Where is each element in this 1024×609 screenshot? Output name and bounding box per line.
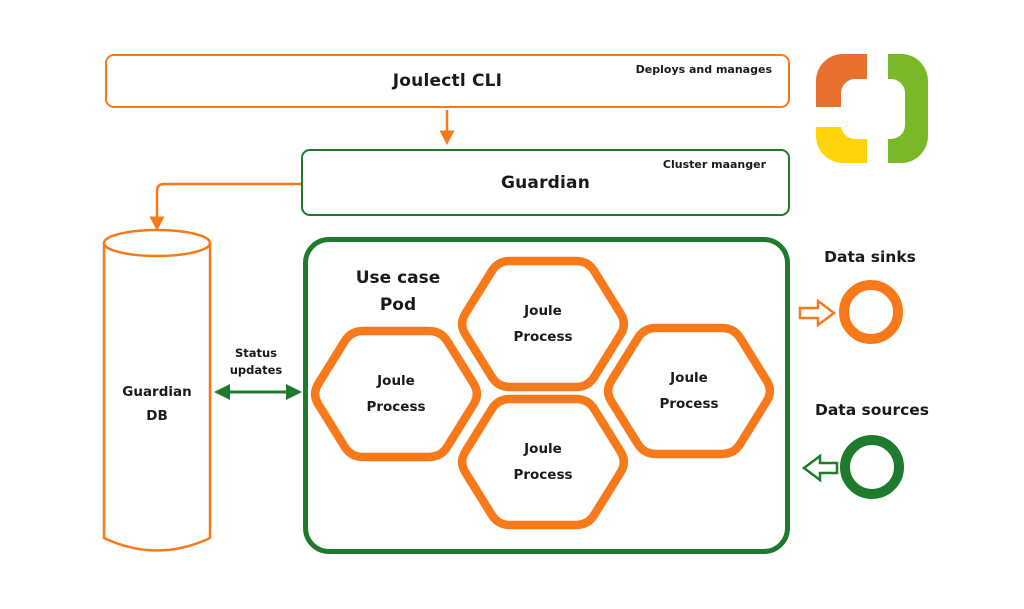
pod-title: Use case Pod	[355, 268, 441, 315]
guardian-box-corner-label: Cluster maanger	[662, 158, 766, 171]
data-sinks-ring	[839, 280, 903, 344]
data-sources-ring	[840, 435, 904, 499]
guardian-box: Guardian Cluster maanger	[301, 149, 790, 216]
data-sources-label: Data sources	[814, 401, 930, 419]
status-updates-label: Status updates	[229, 346, 283, 377]
joule-process-label-right: Joule Process	[659, 370, 719, 412]
guardian-box-title: Guardian	[500, 172, 591, 193]
data-sinks-arrow-icon	[798, 298, 837, 328]
cli-box-title: Joulectl CLI	[392, 71, 503, 91]
cli-box-corner-label: Deploys and manages	[635, 63, 772, 76]
logo-orange-bracket	[816, 54, 867, 107]
logo-green-bracket	[888, 54, 928, 163]
joulectl-cli-box: Joulectl CLI Deploys and manages	[105, 54, 790, 108]
data-sinks-label: Data sinks	[824, 248, 916, 266]
data-sources-arrow-icon	[801, 453, 839, 483]
joule-logo	[816, 54, 928, 163]
joule-process-label-top: Joule Process	[513, 303, 573, 345]
status-updates-arrow	[214, 384, 302, 400]
joule-process-label-bottom: Joule Process	[513, 441, 573, 483]
guardian-to-db-arrow	[149, 182, 301, 231]
logo-yellow-bracket	[816, 127, 867, 163]
cli-to-guardian-arrow	[439, 110, 455, 145]
guardian-db-label: Guardian DB	[122, 384, 192, 424]
joule-process-label-left: Joule Process	[366, 373, 426, 415]
